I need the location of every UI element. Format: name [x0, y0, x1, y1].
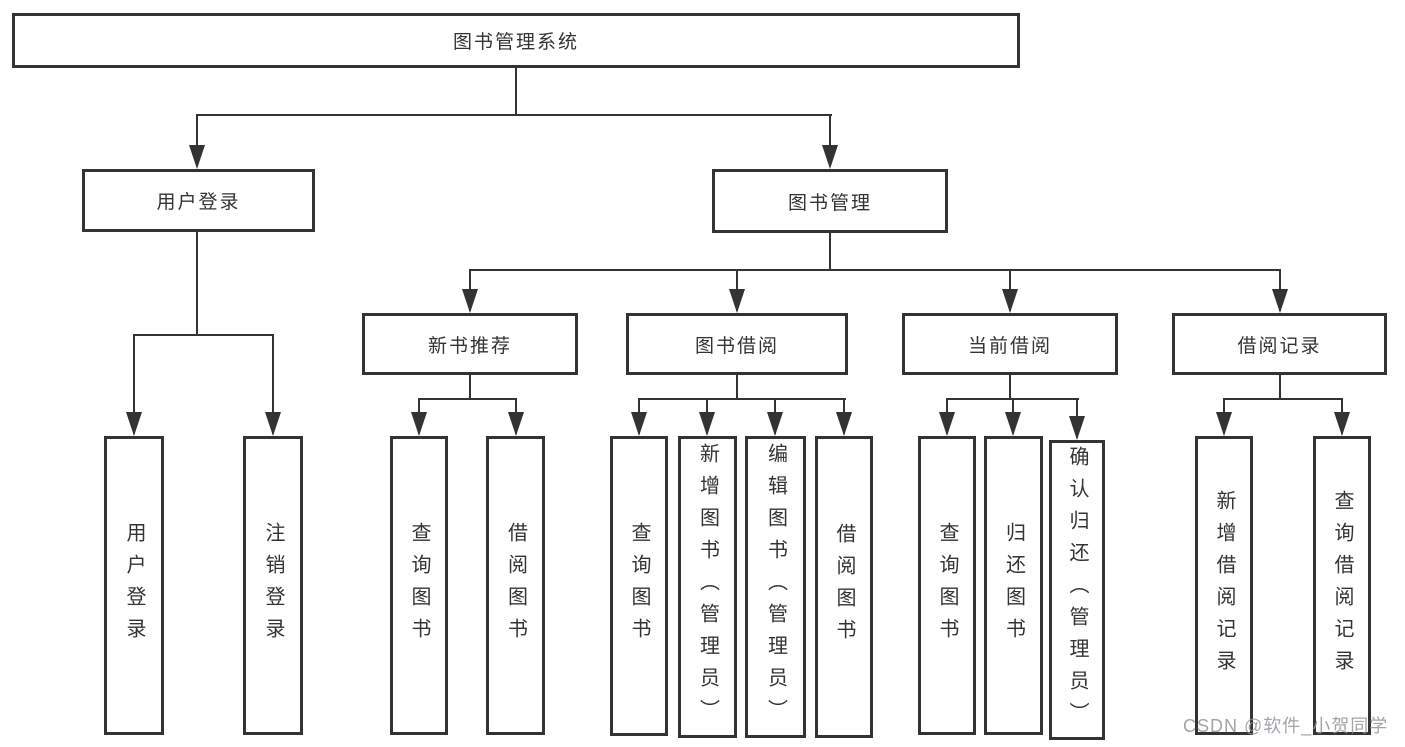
- connector-book-management-stem: [829, 233, 831, 271]
- leaf-cb-confirm-return-admin: 确认归还（管理员）: [1049, 440, 1105, 740]
- arrowhead-down-icon: [508, 412, 524, 436]
- connector-borrow-records-bar: [1223, 398, 1343, 400]
- connector-book-borrow-bar: [638, 398, 846, 400]
- connector-new-book-bar: [418, 398, 517, 400]
- leaf-logout: 注销登录: [243, 436, 303, 735]
- node-current-borrowing: 当前借阅: [902, 313, 1118, 375]
- arrowhead-down-icon: [462, 289, 478, 313]
- arrowhead-down-icon: [411, 412, 427, 436]
- connector-root-to-book-management: [829, 114, 831, 148]
- node-new-book-recommendation: 新书推荐: [362, 313, 578, 375]
- arrowhead-down-icon: [729, 289, 745, 313]
- connector-borrow-records-stem: [1279, 375, 1281, 400]
- arrowhead-down-icon: [1005, 412, 1021, 436]
- node-book-management: 图书管理: [712, 169, 948, 233]
- arrowhead-down-icon: [767, 412, 783, 436]
- leaf-bb-borrow-books: 借阅图书: [815, 436, 873, 738]
- connector-root-bar: [196, 114, 832, 116]
- csdn-watermark: CSDN @软件_小贺同学: [1183, 716, 1389, 736]
- arrowhead-down-icon: [836, 412, 852, 436]
- connector-to-leaf-user-login: [133, 334, 135, 434]
- leaf-nb-borrow-books: 借阅图书: [486, 436, 545, 735]
- arrowhead-down-icon: [822, 145, 838, 169]
- connector-book-management-bar: [469, 269, 1281, 271]
- leaf-bb-query-books: 查询图书: [610, 436, 668, 736]
- arrowhead-down-icon: [699, 412, 715, 436]
- leaf-bb-edit-books-admin: 编辑图书（管理员）: [745, 436, 806, 738]
- node-user-login: 用户登录: [82, 169, 315, 232]
- arrowhead-down-icon: [1069, 416, 1085, 440]
- connector-root-to-user-login: [196, 114, 198, 148]
- leaf-nb-query-books: 查询图书: [390, 436, 448, 735]
- connector-user-login-stem: [196, 232, 198, 336]
- arrowhead-down-icon: [1002, 289, 1018, 313]
- arrowhead-down-icon: [939, 412, 955, 436]
- arrowhead-down-icon: [631, 412, 647, 436]
- leaf-br-query-record: 查询借阅记录: [1313, 436, 1371, 735]
- connector-book-borrow-stem: [736, 375, 738, 400]
- node-borrowing-records: 借阅记录: [1172, 313, 1387, 375]
- arrowhead-down-icon: [1216, 412, 1232, 436]
- connector-user-login-bar: [133, 334, 274, 336]
- arrowhead-down-icon: [1272, 289, 1288, 313]
- leaf-cb-return-books: 归还图书: [984, 436, 1043, 735]
- arrowhead-down-icon: [265, 412, 281, 436]
- leaf-bb-add-books-admin: 新增图书（管理员）: [678, 436, 737, 738]
- arrowhead-down-icon: [189, 145, 205, 169]
- node-library-management-system: 图书管理系统: [12, 13, 1020, 68]
- arrowhead-down-icon: [126, 412, 142, 436]
- arrowhead-down-icon: [1334, 412, 1350, 436]
- connector-to-leaf-logout: [272, 334, 274, 434]
- connector-current-borrow-stem: [1009, 375, 1011, 400]
- node-book-borrowing: 图书借阅: [626, 313, 848, 375]
- leaf-user-login: 用户登录: [104, 436, 164, 735]
- connector-root-stem: [515, 68, 517, 116]
- leaf-cb-query-books: 查询图书: [918, 436, 976, 735]
- leaf-br-add-record: 新增借阅记录: [1195, 436, 1253, 735]
- connector-new-book-stem: [469, 375, 471, 400]
